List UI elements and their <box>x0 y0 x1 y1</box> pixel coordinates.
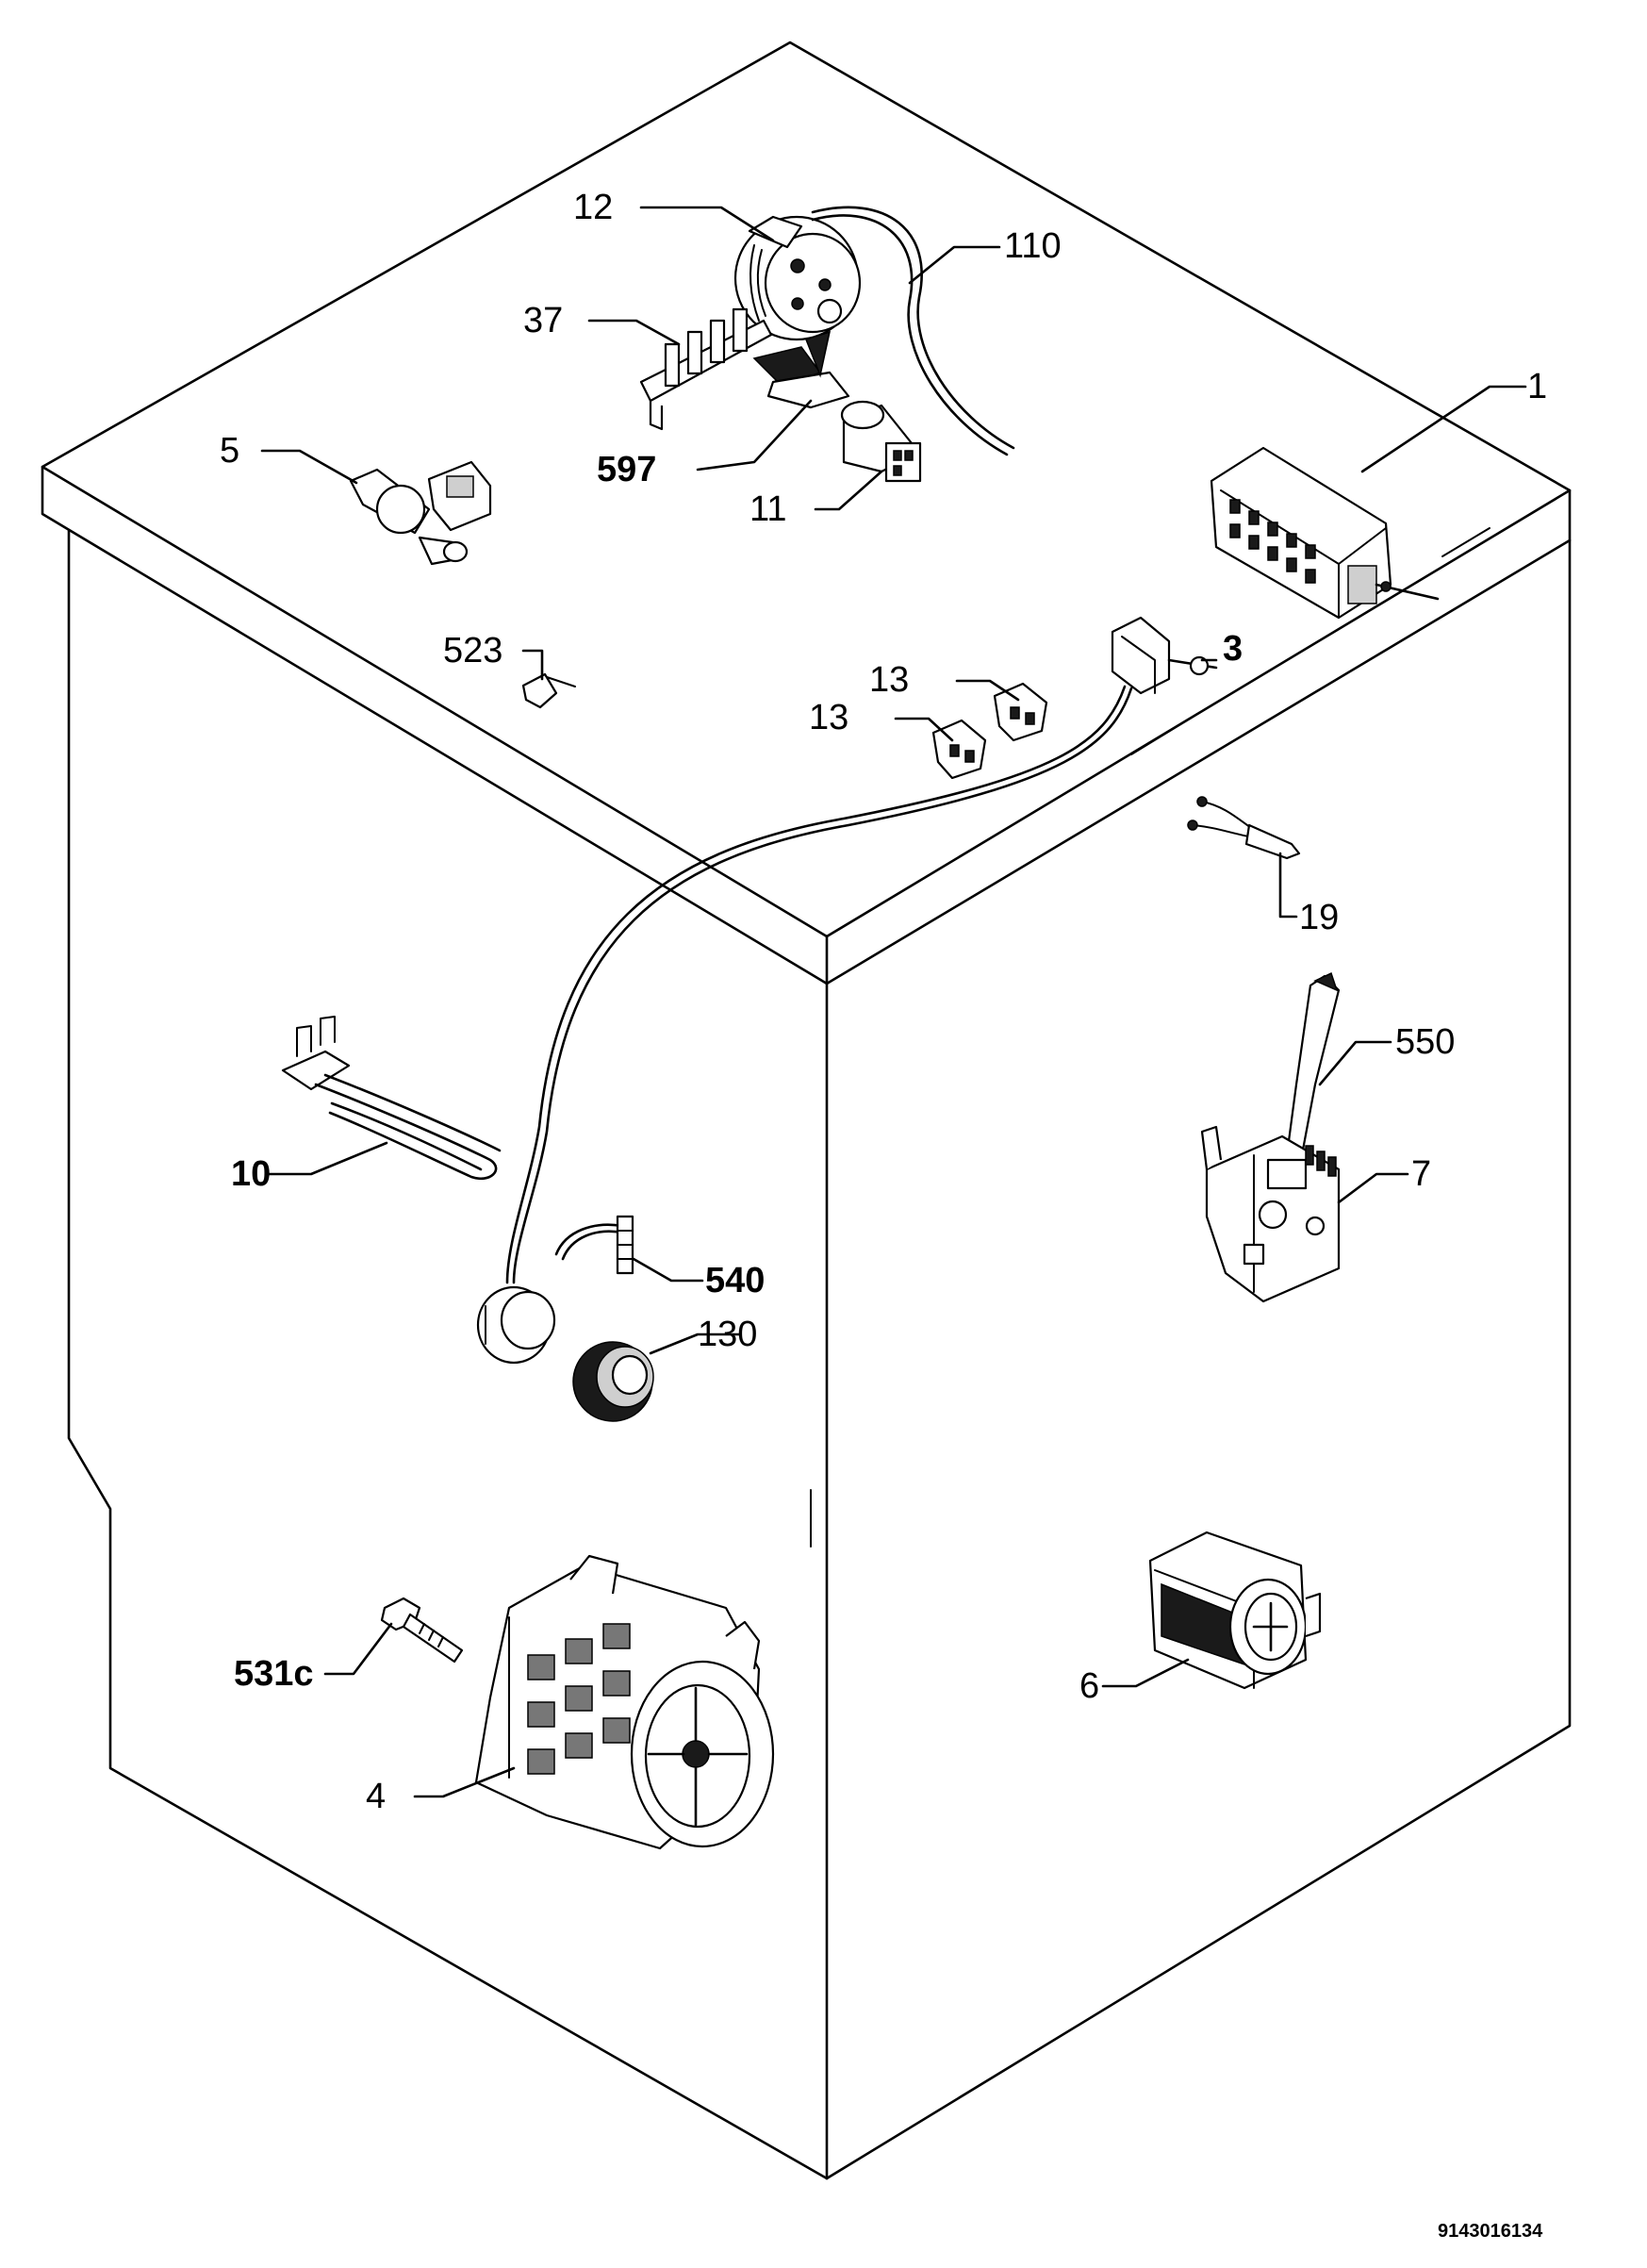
callout-531c: 531c <box>234 1654 314 1694</box>
callout-110: 110 <box>1004 226 1062 266</box>
leader-12 <box>639 206 775 242</box>
part-531c-screw <box>380 1597 464 1664</box>
cabinet-top-face <box>41 41 1572 938</box>
cabinet-side-face <box>825 538 1572 2180</box>
leader-130 <box>649 1333 742 1355</box>
part-550-lever <box>1285 971 1341 1162</box>
part-11-capacitor <box>840 400 922 483</box>
part-10-heater <box>281 1016 502 1180</box>
leader-7 <box>1337 1172 1409 1204</box>
callout-7: 7 <box>1411 1154 1431 1194</box>
leader-531c <box>323 1622 393 1676</box>
document-number: 9143016134 <box>1438 2221 1543 2242</box>
part-5-inlet-valve <box>349 460 492 566</box>
leader-540 <box>632 1257 704 1283</box>
callout-37: 37 <box>523 301 563 340</box>
callout-523: 523 <box>443 631 502 670</box>
leader-37 <box>587 319 681 346</box>
part-130-grommet-left <box>476 1285 556 1365</box>
callout-13b: 13 <box>809 698 848 737</box>
part-7-door-interlock <box>1200 1125 1341 1303</box>
part-13-connector-a <box>993 682 1048 742</box>
part-19-probe <box>1187 796 1301 860</box>
part-6-drain-pump <box>1148 1531 1322 1690</box>
cabinet-outline <box>41 41 1572 2180</box>
callout-597: 597 <box>597 450 656 489</box>
leader-1 <box>1360 385 1527 473</box>
leader-19 <box>1278 852 1298 919</box>
part-1-timer <box>1210 446 1440 620</box>
part-12-pressure-switch <box>733 215 862 341</box>
leader-13b <box>894 717 954 742</box>
callout-11: 11 <box>749 489 786 529</box>
callout-1: 1 <box>1527 367 1547 406</box>
cabinet-top-front-edge <box>41 465 829 985</box>
leader-5 <box>260 449 358 485</box>
leader-13a <box>955 679 1020 702</box>
callout-130: 130 <box>698 1315 757 1354</box>
callout-550: 550 <box>1395 1022 1455 1062</box>
callout-19: 19 <box>1299 898 1339 937</box>
callout-10: 10 <box>231 1154 271 1194</box>
leader-110 <box>908 245 1001 285</box>
callout-4: 4 <box>366 1777 386 1816</box>
leader-10 <box>267 1141 388 1176</box>
leader-597 <box>696 399 813 472</box>
callout-6: 6 <box>1079 1666 1099 1706</box>
part-3-switch <box>505 616 1218 1284</box>
callout-3: 3 <box>1223 629 1243 669</box>
part-4-motor <box>474 1554 775 1850</box>
part-130-grommet-right <box>572 1341 654 1422</box>
callout-5: 5 <box>220 431 239 471</box>
leader-4 <box>413 1766 516 1798</box>
part-110-hose <box>811 206 1015 450</box>
callout-13a: 13 <box>869 660 909 700</box>
leader-550 <box>1318 1040 1392 1086</box>
cabinet-front-face <box>67 528 829 2180</box>
leader-lines <box>260 206 1527 1798</box>
part-540-clamp <box>554 1215 634 1275</box>
leader-6 <box>1101 1658 1190 1688</box>
callout-540: 540 <box>705 1261 765 1300</box>
callout-12: 12 <box>573 188 613 227</box>
leader-523 <box>521 649 544 681</box>
callout-labels: 12 110 37 1 5 597 11 523 3 13 13 19 550 … <box>220 188 1547 1816</box>
leader-11 <box>814 470 883 511</box>
